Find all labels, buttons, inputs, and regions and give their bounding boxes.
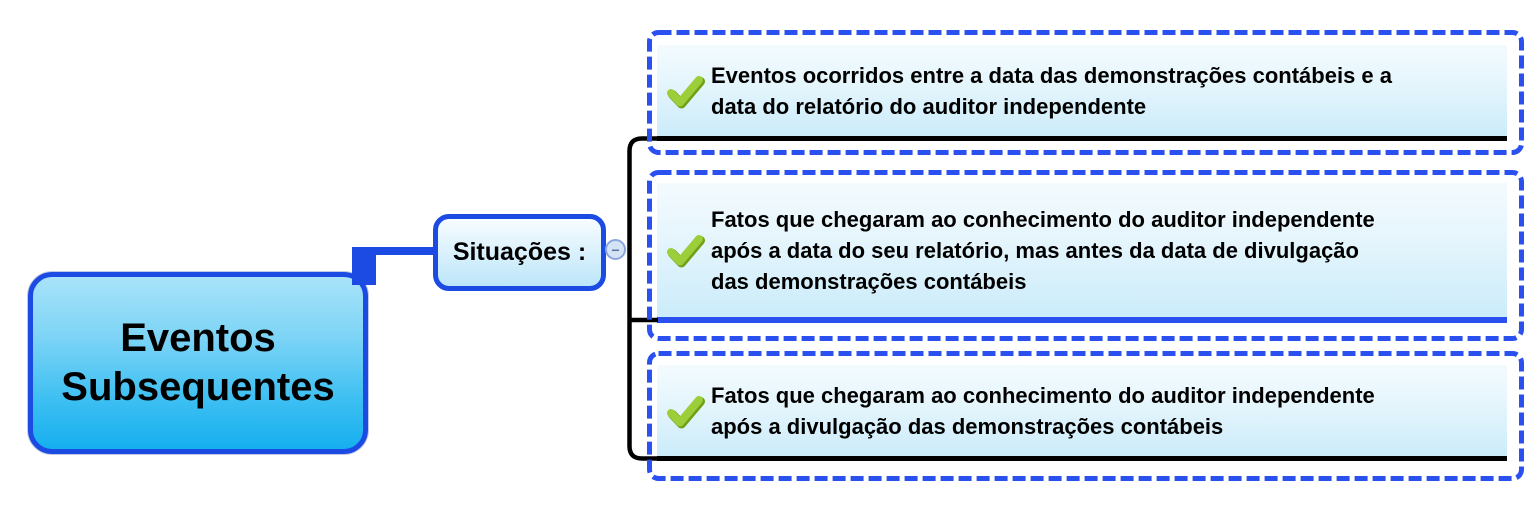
child-topic-2[interactable]: Fatos que chegaram ao conhecimento do au… (657, 183, 1507, 323)
root-topic-label: Eventos Subsequentes (61, 316, 335, 409)
child-topic-text: Fatos que chegaram ao conhecimento do au… (711, 382, 1375, 439)
child-topic-text: Eventos ocorridos entre a data das demon… (711, 62, 1393, 119)
branch-bracket (627, 136, 658, 461)
child-topic-3[interactable]: Fatos que chegaram ao conhecimento do au… (657, 365, 1507, 461)
check-icon (667, 235, 705, 268)
collapse-toggle[interactable]: − (605, 239, 626, 260)
minus-icon: − (611, 241, 620, 258)
check-icon (667, 75, 705, 108)
child-topic-1[interactable]: Eventos ocorridos entre a data das demon… (657, 45, 1507, 141)
branch-connector-elbow (352, 247, 376, 285)
root-topic[interactable]: Eventos Subsequentes (28, 272, 368, 454)
branch-connector-line (352, 247, 436, 255)
subtopic-situacoes[interactable]: Situações : (433, 214, 606, 291)
child-topic-text: Fatos que chegaram ao conhecimento do au… (711, 206, 1375, 294)
check-icon (667, 395, 705, 428)
subtopic-label: Situações : (452, 238, 587, 266)
